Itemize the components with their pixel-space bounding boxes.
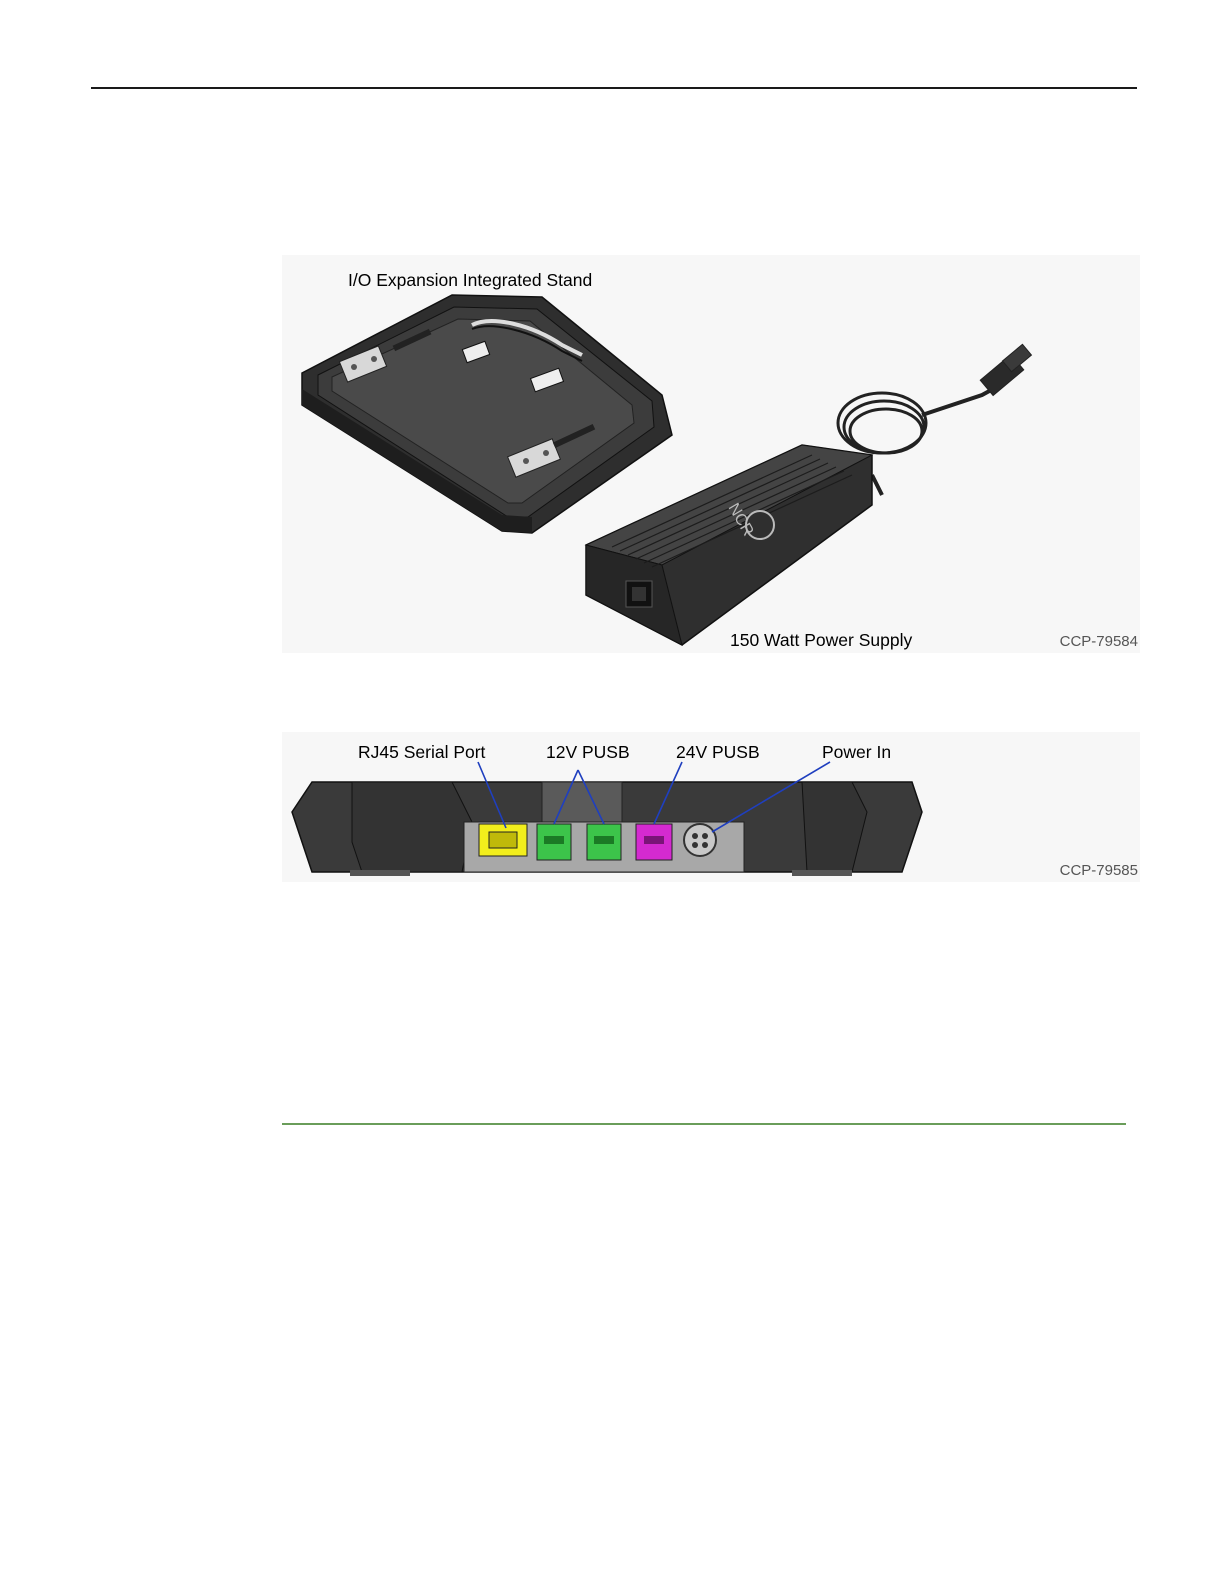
- rj45-label: RJ45 Serial Port: [358, 744, 485, 762]
- header-rule: [91, 87, 1137, 89]
- power-supply-label: 150 Watt Power Supply: [730, 632, 912, 650]
- power-supply-drawing: NCR: [586, 445, 872, 645]
- io-stand-drawing: [302, 295, 672, 533]
- pusb24-label: 24V PUSB: [676, 744, 760, 762]
- stand-label: I/O Expansion Integrated Stand: [348, 272, 592, 290]
- pusb12-label: 12V PUSB: [546, 744, 630, 762]
- figure-id: CCP-79584: [1060, 634, 1138, 649]
- power-in-port: [684, 824, 716, 856]
- stand-psu-illustration: NCR: [282, 255, 1140, 653]
- power-in-label: Power In: [822, 744, 891, 762]
- figure-stand-and-power-supply: NCR I/O Expansion Integrated Stand 150 W…: [282, 255, 1140, 653]
- section-divider: [282, 1123, 1126, 1125]
- figure-io-ports: RJ45 Serial Port 12V PUSB 24V PUSB Power…: [282, 732, 1140, 882]
- figure-id: CCP-79585: [1060, 863, 1138, 878]
